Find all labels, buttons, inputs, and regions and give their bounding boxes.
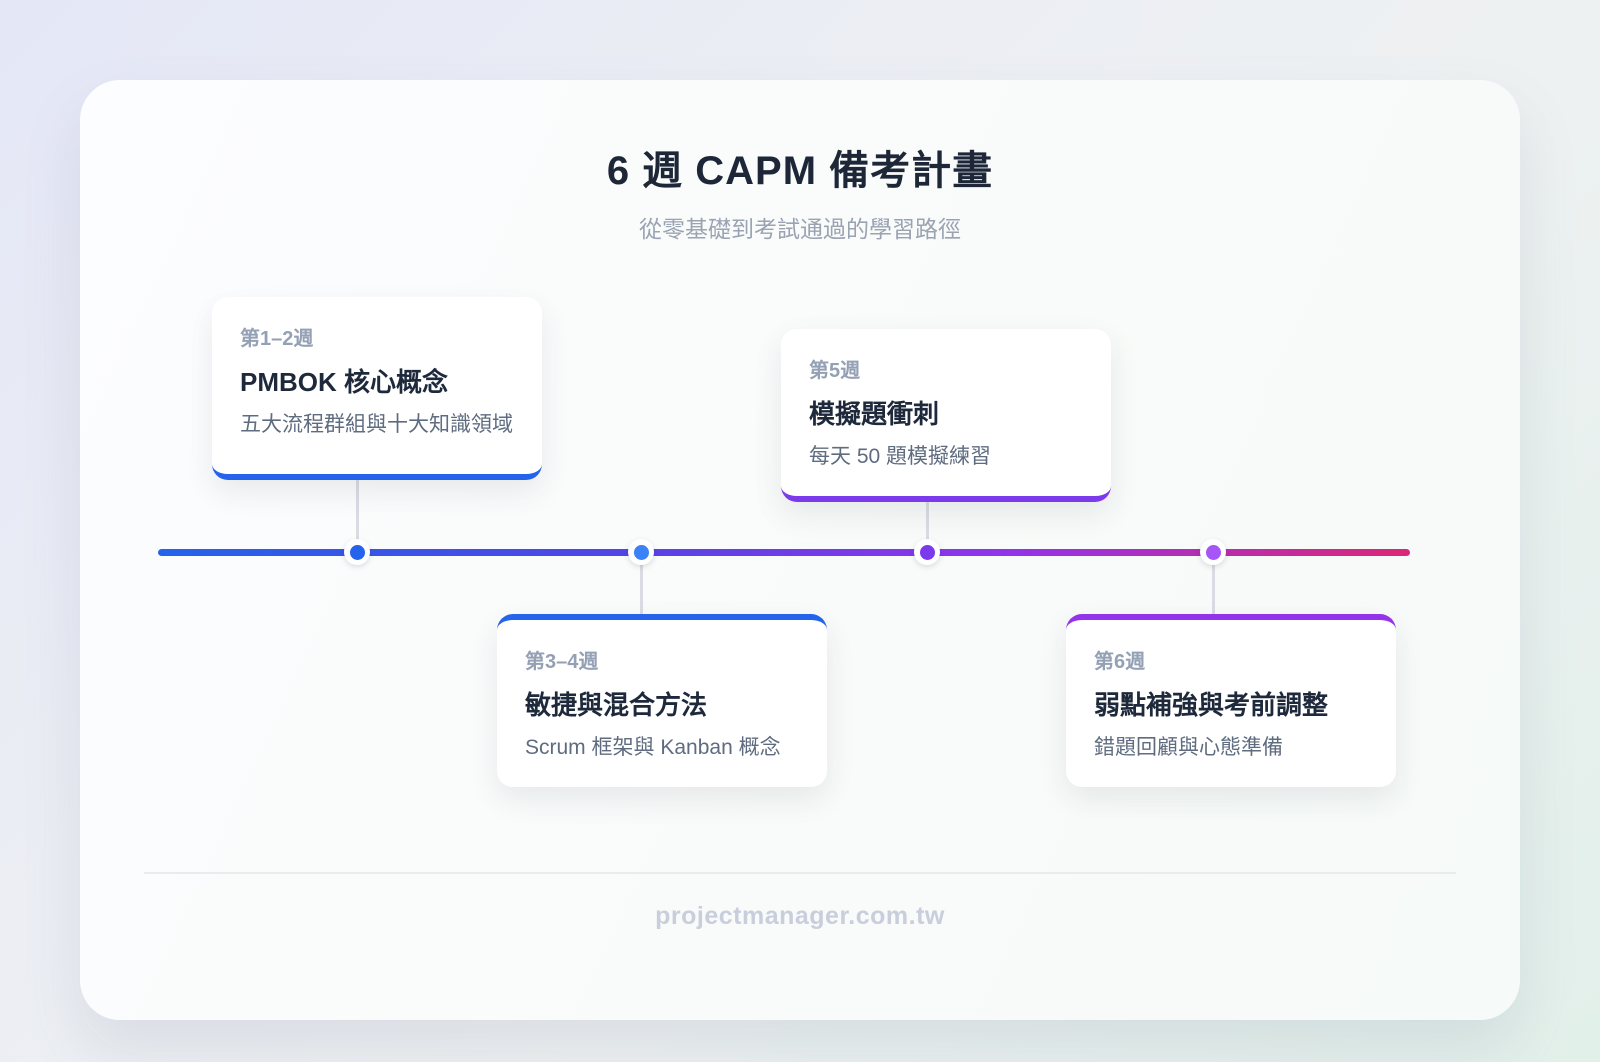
connector-line (356, 480, 359, 542)
timeline-dot (344, 539, 370, 565)
milestone-week-label: 第6週 (1094, 651, 1146, 673)
milestone-title: 模擬題衝刺 (809, 399, 940, 429)
milestone-description: 五大流程群組與十大知識領域 (240, 413, 513, 436)
timeline-dot-inner (1205, 544, 1221, 560)
poster-card: 6 週 CAPM 備考計畫 從零基礎到考試通過的學習路徑 第1–2週 PMBOK… (80, 80, 1520, 1020)
footer-divider (144, 872, 1456, 874)
watermark-text: projectmanager.com.tw (655, 902, 945, 930)
milestone-week-label: 第3–4週 (525, 651, 599, 673)
connector-line (1212, 563, 1215, 614)
milestone-description: 錯題回顧與心態準備 (1094, 736, 1283, 759)
page-title: 6 週 CAPM 備考計畫 (606, 149, 994, 193)
milestone-title: PMBOK 核心概念 (240, 367, 449, 397)
connector-line (640, 563, 643, 614)
milestone-card-week-3-4: 第3–4週 敏捷與混合方法 Scrum 框架與 Kanban 概念 (497, 614, 827, 787)
page-subtitle: 從零基礎到考試通過的學習路徑 (639, 216, 961, 242)
milestone-card-week-6: 第6週 弱點補強與考前調整 錯題回顧與心態準備 (1066, 614, 1396, 787)
timeline-dot (914, 539, 940, 565)
milestone-title: 弱點補強與考前調整 (1094, 690, 1329, 720)
milestone-card-week-5: 第5週 模擬題衝刺 每天 50 題模擬練習 (781, 329, 1111, 502)
milestone-week-label: 第5週 (809, 360, 861, 382)
timeline-dot-inner (349, 544, 365, 560)
timeline-dot-inner (633, 544, 649, 560)
timeline-line (158, 549, 1410, 556)
timeline-dot (1200, 539, 1226, 565)
milestone-title: 敏捷與混合方法 (525, 690, 708, 720)
milestone-card-week-1-2: 第1–2週 PMBOK 核心概念 五大流程群組與十大知識領域 (212, 297, 542, 480)
milestone-description: 每天 50 題模擬練習 (809, 445, 992, 468)
timeline-dot-inner (919, 544, 935, 560)
milestone-description: Scrum 框架與 Kanban 概念 (525, 736, 781, 759)
connector-line (926, 480, 929, 542)
milestone-week-label: 第1–2週 (240, 328, 314, 350)
timeline-dot (628, 539, 654, 565)
